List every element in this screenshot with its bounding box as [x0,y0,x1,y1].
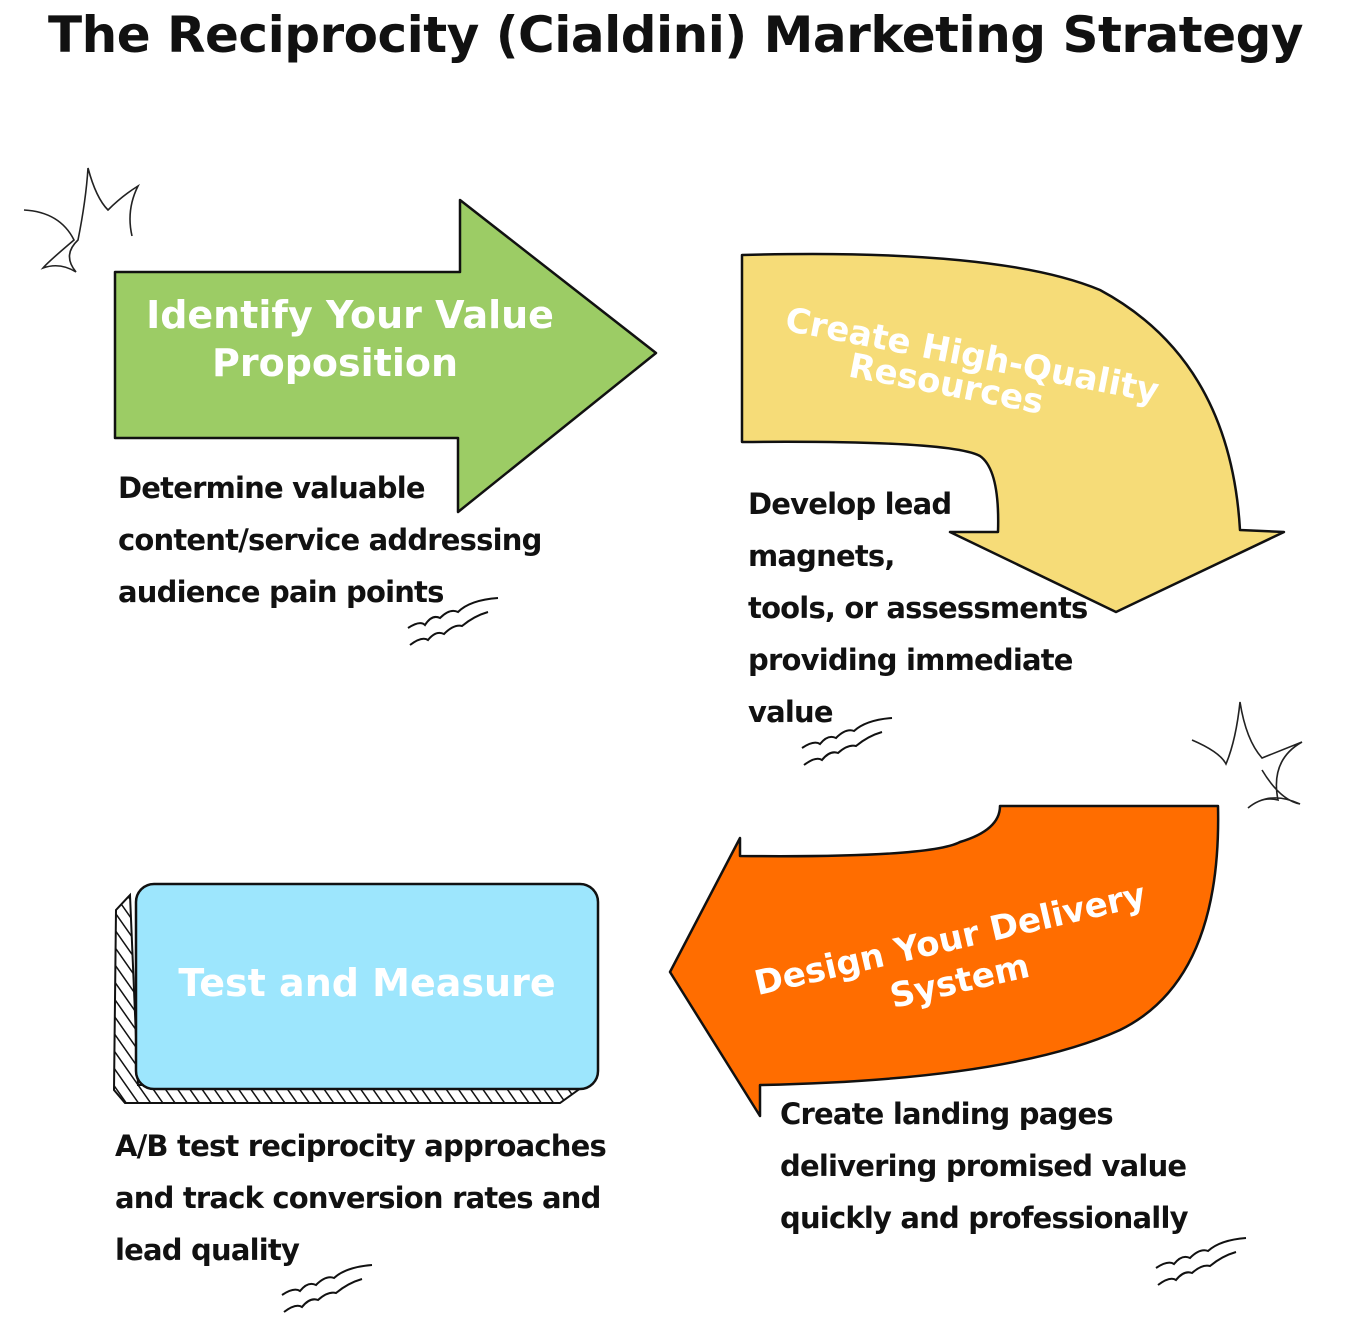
page-title: The Reciprocity (Cialdini) Marketing Str… [48,6,1304,64]
squiggle-icon [407,597,499,646]
squiggle-icon [281,1264,373,1313]
step1-title: Identify Your Value Proposition [146,293,554,385]
step4-title: Test and Measure [178,961,556,1005]
squiggle-icon [1155,1237,1247,1286]
sparkle-star-icon [1191,701,1303,809]
step3-arrow-shape [668,804,1220,1118]
step4-box-shape [134,882,600,1091]
step2-arrow-shape [740,252,1286,614]
step1-description: Determine valuable content/service addre… [118,471,542,609]
step3-description: Create landing pages delivering promised… [780,1097,1188,1235]
step4-description: A/B test reciprocity approaches and trac… [115,1129,607,1267]
step2-description: Develop lead magnets, tools, or assessme… [748,487,1088,729]
squiggle-icon [801,717,893,766]
sparkle-star-icon [23,167,140,273]
step1-arrow-shape [113,198,658,514]
